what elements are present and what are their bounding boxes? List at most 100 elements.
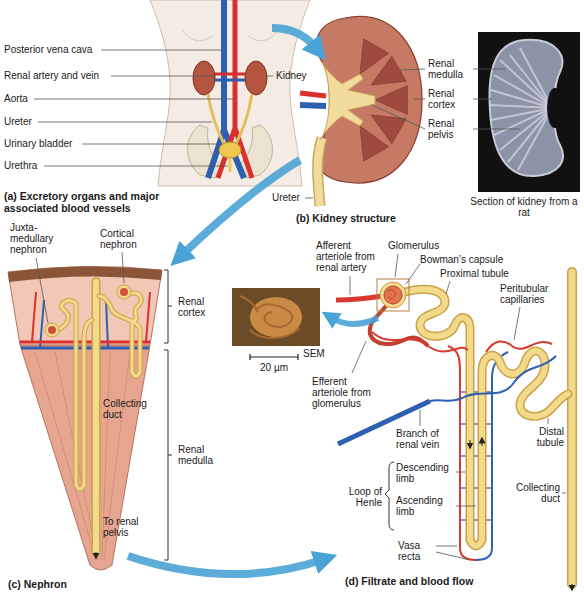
- photo-caption: Section of kidney from a rat: [467, 196, 581, 218]
- leader-line: [436, 546, 457, 547]
- panel-arrow: [332, 318, 378, 324]
- capillary-rung: [460, 487, 492, 489]
- renal-artery: [212, 73, 235, 76]
- part-label: Urinary bladder: [4, 138, 72, 149]
- part-label: Glomerulus: [388, 240, 439, 251]
- part-label: Branch of renal vein: [396, 428, 454, 450]
- sem-texture: [240, 296, 300, 338]
- part-label: Proximal tubule: [440, 268, 509, 279]
- photo-streak: [490, 105, 552, 108]
- loop-bracket: [385, 462, 394, 530]
- renal-vein: [224, 79, 248, 82]
- medulla-pyramid: [375, 86, 407, 115]
- leader-line: [446, 281, 450, 294]
- renal-artery: [300, 93, 326, 96]
- flow-arrow: [470, 440, 471, 446]
- glomerulus-shape: [384, 286, 402, 304]
- panel-arrow: [182, 160, 300, 255]
- cortical-nephron-outline: [99, 293, 141, 376]
- part-label: Ascending limb: [396, 495, 454, 517]
- juxtamedullary-nephron-tube: [58, 301, 92, 489]
- vena-cava: [208, 0, 244, 178]
- sem-capillary: [250, 328, 300, 338]
- leader-line: [36, 258, 48, 323]
- juxtamedullary-nephron-outline: [58, 301, 92, 489]
- bladder-shape: [219, 142, 241, 158]
- nephron-tube: [405, 289, 568, 546]
- capillary-rung: [460, 519, 492, 521]
- part-label: Afferent arteriole from renal artery: [316, 240, 384, 273]
- kidney-shape: [193, 61, 215, 95]
- part-label: Aorta: [4, 93, 28, 104]
- part-label: Distal tubule: [520, 426, 564, 448]
- leader-line: [305, 198, 313, 199]
- part-label: Loop of Henle: [342, 486, 382, 508]
- part-label: Posterior vena cava: [4, 44, 92, 55]
- sem-capillary: [256, 304, 292, 327]
- part-label: Ureter: [4, 116, 32, 127]
- capillary: [486, 341, 552, 352]
- callout-box: [377, 279, 409, 311]
- afferent-arteriole: [336, 296, 382, 300]
- leader-line: [456, 506, 476, 507]
- torso-contour: [182, 30, 212, 41]
- leader-line: [400, 69, 425, 70]
- nephron-tubes: [58, 282, 141, 552]
- ureter-tube: [208, 94, 225, 146]
- photo-streak: [518, 108, 552, 170]
- photo-hilum: [547, 88, 563, 128]
- renal-pelvis-shape: [320, 62, 375, 140]
- vasa-recta-rungs: [460, 392, 492, 520]
- leader-line: [395, 254, 398, 277]
- kidney-cortex: [317, 17, 422, 184]
- bracket: [164, 270, 172, 343]
- leader-line: [456, 472, 465, 473]
- leader-line: [372, 105, 425, 129]
- part-label: Renal pelvis: [428, 118, 472, 140]
- part-label: Vasa recta: [398, 540, 434, 562]
- flow-arrow: [96, 552, 97, 556]
- blood-vessel: [146, 292, 150, 342]
- cortical-nephron-tube: [99, 293, 141, 376]
- leader-line: [406, 264, 420, 284]
- photo-background: [478, 32, 580, 192]
- leader-line: [352, 341, 366, 373]
- part-label: To renal pelvis: [103, 516, 149, 538]
- leader-line: [436, 552, 470, 560]
- part-label: Ureter: [272, 192, 300, 203]
- sem-capillary: [240, 296, 258, 312]
- photo-striations: [490, 48, 552, 170]
- part-label: Collecting duct: [512, 482, 560, 504]
- photo-streak: [508, 108, 552, 162]
- photo-kidney: [489, 40, 563, 176]
- bowmans-capsule-shape: [117, 285, 131, 299]
- leader-line: [101, 50, 221, 51]
- panel-arrows: [128, 28, 378, 574]
- panel-caption: (c) Nephron: [8, 578, 67, 590]
- leader-lines: [305, 69, 425, 198]
- striation: [35, 352, 96, 560]
- bowmans-capsule-shape: [45, 323, 59, 337]
- medulla-pyramid: [371, 56, 406, 85]
- leader-line: [44, 166, 228, 167]
- capillary-rung: [460, 423, 492, 425]
- scale-label: 20 µm: [252, 362, 296, 373]
- collecting-duct-outline: [92, 282, 101, 552]
- leader-lines: [36, 252, 124, 323]
- part-label: Renal cortex: [428, 88, 472, 110]
- photo-tag: SEM: [303, 348, 325, 359]
- part-label: Collecting duct: [103, 398, 153, 420]
- part-label: Peritubular capillaries: [500, 283, 562, 305]
- part-label: Descending limb: [396, 462, 454, 484]
- glomerulus-shape: [120, 288, 128, 296]
- part-label: Urethra: [4, 160, 37, 171]
- panel-caption: (d) Filtrate and blood flow: [345, 575, 473, 587]
- photo-streak: [520, 48, 552, 108]
- bowmans-capsule-shape: [380, 282, 406, 308]
- leader-line: [514, 307, 520, 340]
- flow-arrow: [482, 440, 483, 446]
- blood-vessel: [32, 292, 36, 342]
- ureter-tube: [235, 94, 252, 146]
- leader-line: [562, 493, 566, 494]
- leader-line: [122, 252, 124, 283]
